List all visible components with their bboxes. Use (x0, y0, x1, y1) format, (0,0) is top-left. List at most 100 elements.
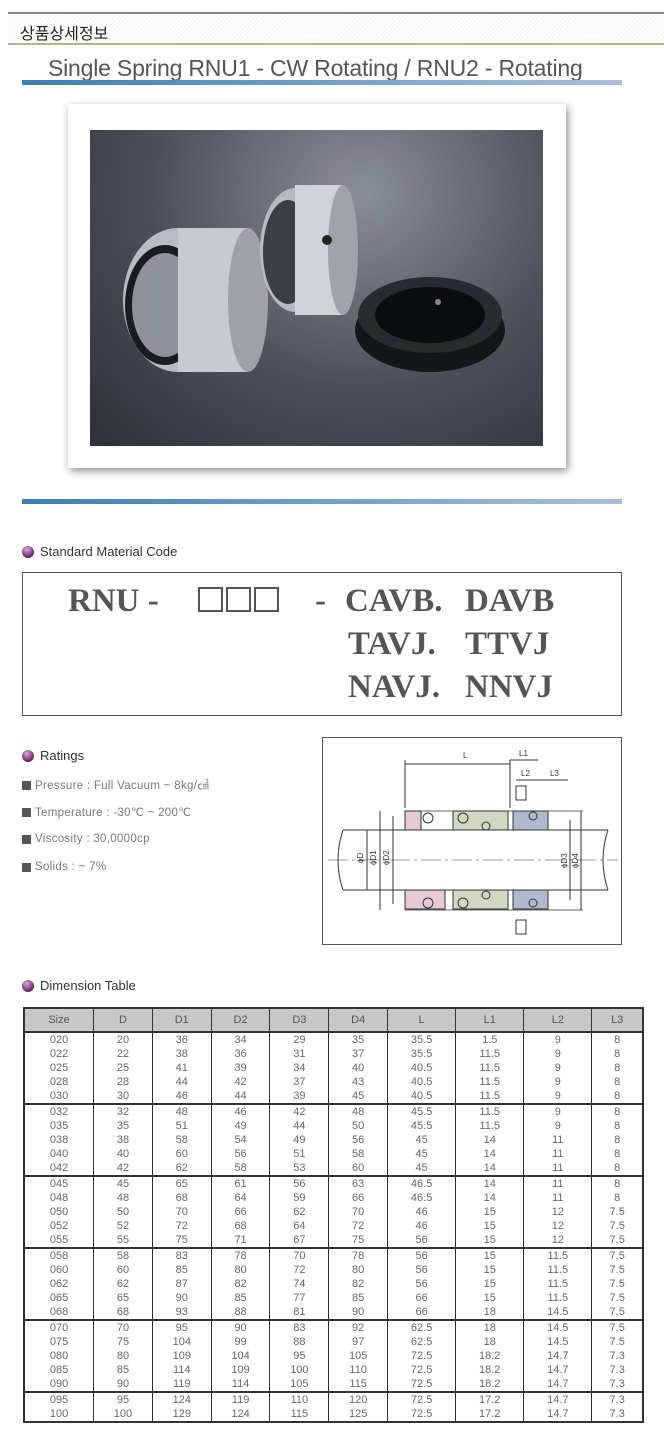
table-cell: 43 (328, 1075, 389, 1089)
table-cell: 14 (455, 1147, 525, 1161)
table-cell: 62.5 (387, 1319, 457, 1335)
code-placeholder-boxes (198, 583, 282, 620)
table-cell: 56 (387, 1263, 457, 1277)
section-header-title: 상품상세정보 (20, 26, 109, 43)
table-cell: 31 (269, 1047, 330, 1061)
rating-temperature: Temperature : -30℃ ~ 200℃ (22, 805, 191, 819)
material-code-heading: Standard Material Code (22, 544, 177, 559)
column-header: Size (23, 1007, 95, 1033)
table-cell: 78 (328, 1247, 389, 1263)
table-cell: 15 (455, 1219, 525, 1233)
table-cell: 7.3 (591, 1349, 644, 1363)
table-cell: 42 (210, 1075, 271, 1089)
table-cell: 34 (269, 1061, 330, 1075)
table-cell: 028 (23, 1075, 95, 1089)
table-cell: 11.5 (455, 1047, 525, 1061)
table-cell: 72.5 (387, 1407, 457, 1422)
table-cell: 40 (328, 1061, 389, 1075)
table-cell: 12 (523, 1233, 593, 1248)
column-header: L2 (523, 1007, 593, 1033)
table-cell: 8 (591, 1147, 644, 1161)
table-cell: 70 (328, 1205, 389, 1219)
table-cell: 35.5 (387, 1032, 457, 1047)
table-cell: 17.2 (455, 1391, 525, 1407)
table-cell: 58 (210, 1161, 271, 1176)
table-cell: 055 (23, 1233, 95, 1248)
table-cell: 35.5 (387, 1047, 457, 1061)
table-cell: 8 (591, 1119, 644, 1133)
table-cell: 97 (328, 1335, 389, 1349)
table-cell: 11 (523, 1161, 593, 1176)
column-header: L3 (591, 1007, 644, 1033)
table-cell: 14.5 (523, 1305, 593, 1320)
table-cell: 67 (269, 1233, 330, 1248)
table-cell: 050 (23, 1205, 95, 1219)
table-cell: 11 (523, 1175, 593, 1191)
table-cell: 64 (269, 1219, 330, 1233)
code: NAVJ. (348, 669, 440, 705)
svg-text:ϕD1: ϕD1 (369, 850, 378, 865)
table-cell: 9 (523, 1119, 593, 1133)
seal-dimension-diagram: L L1 L2 L3 ϕD ϕD1 ϕD2 ϕD3 ϕD4 (322, 737, 622, 945)
table-cell: 11.5 (455, 1061, 525, 1075)
table-cell: 14.5 (523, 1319, 593, 1335)
table-cell: 48 (328, 1103, 389, 1119)
table-cell: 11.5 (523, 1263, 593, 1277)
table-cell: 85 (151, 1263, 212, 1277)
table-cell: 35 (93, 1119, 153, 1133)
table-cell: 46 (210, 1103, 271, 1119)
table-cell: 7.5 (591, 1219, 644, 1233)
table-cell: 35 (328, 1032, 389, 1047)
code-dash: - (315, 583, 326, 619)
header-top-line (8, 12, 664, 14)
svg-text:ϕD3: ϕD3 (560, 853, 569, 868)
table-cell: 8 (591, 1191, 644, 1205)
table-cell: 119 (210, 1391, 271, 1407)
table-cell: 11.5 (455, 1075, 525, 1089)
table-cell: 77 (269, 1291, 330, 1305)
table-cell: 030 (23, 1089, 95, 1104)
svg-text:ϕD: ϕD (356, 853, 365, 863)
table-cell: 99 (210, 1335, 271, 1349)
table-cell: 075 (23, 1335, 95, 1349)
table-cell: 46 (151, 1089, 212, 1104)
table-cell: 80 (328, 1263, 389, 1277)
table-cell: 9 (523, 1075, 593, 1089)
table-cell: 95 (269, 1349, 330, 1363)
table-cell: 36 (210, 1047, 271, 1061)
table-cell: 87 (151, 1277, 212, 1291)
table-cell: 44 (269, 1119, 330, 1133)
table-cell: 75 (151, 1233, 212, 1248)
table-cell: 120 (328, 1391, 389, 1407)
svg-text:ϕD2: ϕD2 (382, 850, 391, 865)
table-cell: 45 (387, 1161, 457, 1176)
table-cell: 18 (455, 1319, 525, 1335)
table-cell: 38 (93, 1133, 153, 1147)
column-header: D (93, 1007, 153, 1033)
dimension-table-heading-text: Dimension Table (40, 978, 136, 993)
table-cell: 14.7 (523, 1407, 593, 1422)
table-cell: 66 (328, 1191, 389, 1205)
table-cell: 65 (93, 1291, 153, 1305)
table-cell: 18.2 (455, 1349, 525, 1363)
table-cell: 49 (210, 1119, 271, 1133)
table-cell: 58 (93, 1247, 153, 1263)
square-bullet-icon (22, 834, 31, 844)
table-cell: 7.5 (591, 1305, 644, 1320)
table-cell: 56 (387, 1233, 457, 1248)
table-cell: 60 (328, 1161, 389, 1176)
table-cell: 115 (328, 1377, 389, 1392)
material-code-heading-text: Standard Material Code (40, 544, 178, 559)
table-cell: 72.5 (387, 1363, 457, 1377)
table-cell: 052 (23, 1219, 95, 1233)
table-cell: 59 (269, 1191, 330, 1205)
table-cell: 38 (151, 1047, 212, 1061)
table-cell: 060 (23, 1263, 95, 1277)
table-cell: 95 (151, 1319, 212, 1335)
table-cell: 9 (523, 1032, 593, 1047)
